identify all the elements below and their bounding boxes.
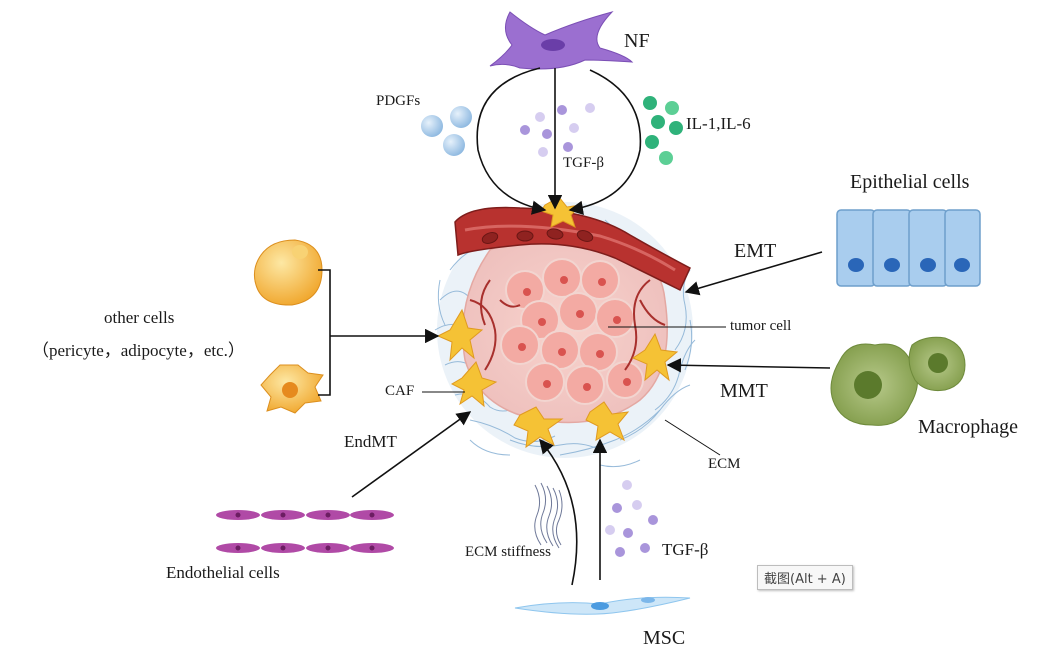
macrophage-cells <box>830 336 966 426</box>
pdgfs-label: PDGFs <box>376 93 421 109</box>
other-cells-label: other cells <box>104 308 175 327</box>
tumor-mass <box>462 231 668 424</box>
screenshot-tooltip: 截图(Alt + A) <box>757 565 853 590</box>
ecm-stiffness-label: ECM stiffness <box>465 544 551 560</box>
macrophage-label: Macrophage <box>918 416 1018 438</box>
leader-lines <box>422 326 726 456</box>
blood-vessel <box>454 206 691 292</box>
nf-label: NF <box>624 30 650 52</box>
capillaries <box>469 279 666 371</box>
endothelial-label: Endothelial cells <box>166 563 280 582</box>
endmt-label: EndMT <box>344 432 397 451</box>
other-cells-examples-label: （pericyte，adipocyte，etc.） <box>32 341 245 360</box>
emt-label: EMT <box>734 240 777 262</box>
epithelial-cells <box>836 209 981 287</box>
pathway-arrows <box>351 251 831 586</box>
il-balls <box>643 96 683 165</box>
tgf-top-label: TGF-β <box>563 155 604 171</box>
ecm-stiffness-fibers <box>534 482 563 549</box>
pdgf-balls <box>421 106 472 156</box>
tumor-cell-label: tumor cell <box>730 318 792 334</box>
mmt-label: MMT <box>720 380 768 402</box>
nf-cell <box>489 11 634 70</box>
tgf-dots-bottom <box>605 480 658 557</box>
tgf-dots-top <box>520 103 595 157</box>
il-label: IL-1,IL-6 <box>686 114 751 133</box>
tgf-bottom-label: TGF-β <box>662 540 709 559</box>
endothelial-cells <box>216 510 394 553</box>
msc-label: MSC <box>643 627 686 649</box>
msc-cells <box>514 596 691 615</box>
caf-cells <box>436 196 679 449</box>
caf-label: CAF <box>385 383 415 399</box>
other-cells-bracket <box>318 269 440 396</box>
nf-arrows <box>476 67 642 215</box>
ecm-label: ECM <box>708 456 741 472</box>
other-cells <box>253 239 324 414</box>
epithelial-label: Epithelial cells <box>850 171 970 193</box>
